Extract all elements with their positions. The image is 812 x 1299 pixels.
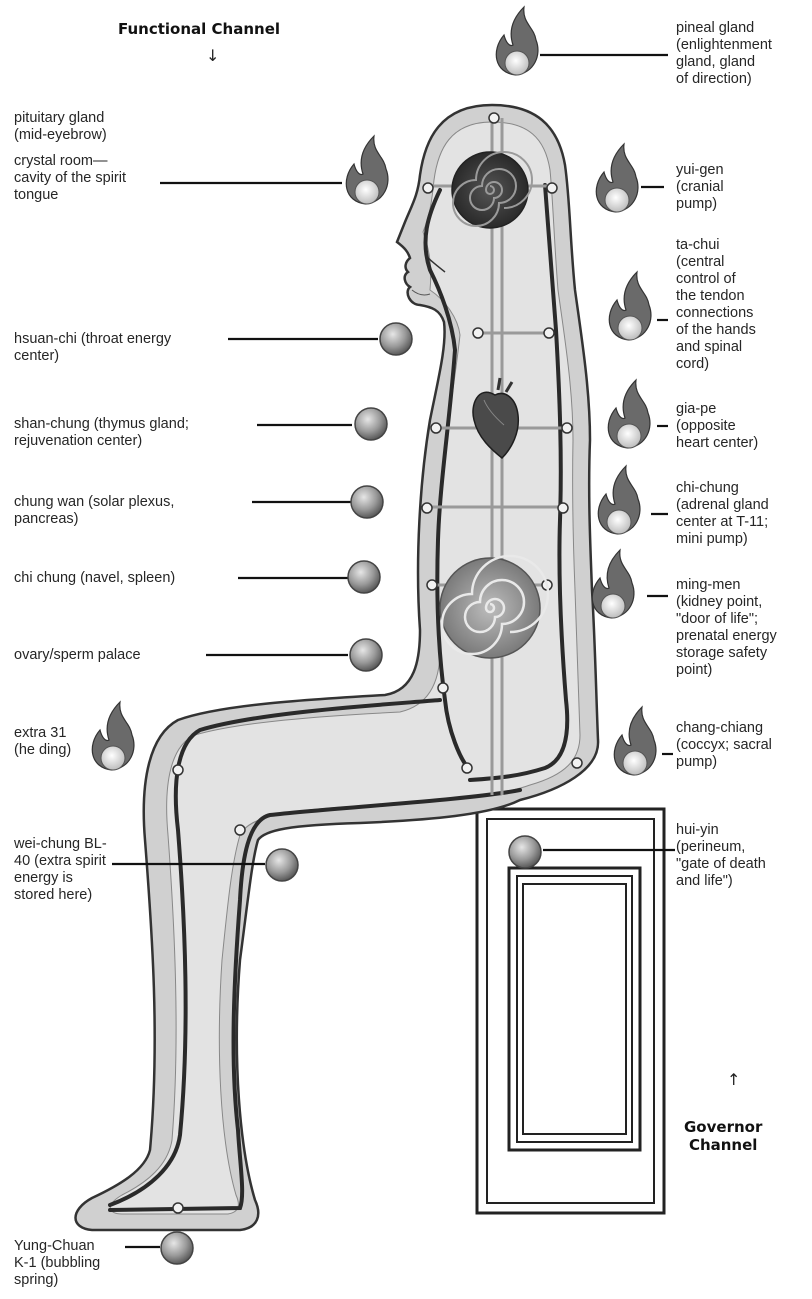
- flame-icon: [346, 136, 388, 204]
- arrow-up-icon: ↑: [727, 1070, 740, 1089]
- label-ovary-sperm-palace: ovary/sperm palace: [14, 647, 141, 664]
- label-hui-yin: hui-yin (perineum, "gate of death and li…: [676, 822, 766, 890]
- label-chung-wan: chung wan (solar plexus, pancreas): [14, 494, 174, 528]
- energy-ball-icon: [380, 323, 412, 355]
- functional-channel-title: Functional Channel: [118, 20, 280, 38]
- label-gia-pe: gia-pe (opposite heart center): [676, 401, 758, 452]
- flame-icon: [598, 466, 640, 534]
- flame-icon: [609, 272, 651, 340]
- label-chi-chung-navel: chi chung (navel, spleen): [14, 570, 175, 587]
- label-crystal-room: crystal room— cavity of the spirit tongu…: [14, 153, 126, 204]
- label-ta-chui: ta-chui (central control of the tendon c…: [676, 237, 756, 373]
- label-pineal-gland: pineal gland (enlightenment gland, gland…: [676, 20, 772, 88]
- flame-icon: [596, 144, 638, 212]
- flame-icon: [496, 7, 538, 75]
- label-extra-31: extra 31 (he ding): [14, 725, 71, 759]
- label-hsuan-chi: hsuan-chi (throat energy center): [14, 331, 171, 365]
- governor-channel-title: Governor Channel: [684, 1118, 762, 1154]
- energy-ball-icon: [509, 836, 541, 868]
- flame-icon: [614, 707, 656, 775]
- flame-icon: [92, 702, 134, 770]
- energy-ball-icon: [161, 1232, 193, 1264]
- flame-icon: [608, 380, 650, 448]
- energy-ball-icon: [355, 408, 387, 440]
- label-yui-gen: yui-gen (cranial pump): [676, 162, 724, 213]
- energy-ball-icon: [348, 561, 380, 593]
- seat-box: [477, 809, 664, 1213]
- energy-ball-icon: [266, 849, 298, 881]
- label-chang-chiang: chang-chiang (coccyx; sacral pump): [676, 720, 772, 771]
- energy-ball-icon: [350, 639, 382, 671]
- label-chi-chung-adrenal: chi-chung (adrenal gland center at T-11;…: [676, 480, 769, 548]
- label-wei-chung: wei-chung BL- 40 (extra spirit energy is…: [14, 836, 107, 904]
- label-pituitary-gland: pituitary gland (mid-eyebrow): [14, 110, 107, 144]
- arrow-down-icon: ↓: [206, 46, 219, 65]
- flame-icon: [592, 550, 634, 618]
- label-yung-chuan: Yung-Chuan K-1 (bubbling spring): [14, 1238, 100, 1289]
- energy-ball-icon: [351, 486, 383, 518]
- label-ming-men: ming-men (kidney point, "door of life"; …: [676, 577, 777, 679]
- label-shan-chung: shan-chung (thymus gland; rejuvenation c…: [14, 416, 189, 450]
